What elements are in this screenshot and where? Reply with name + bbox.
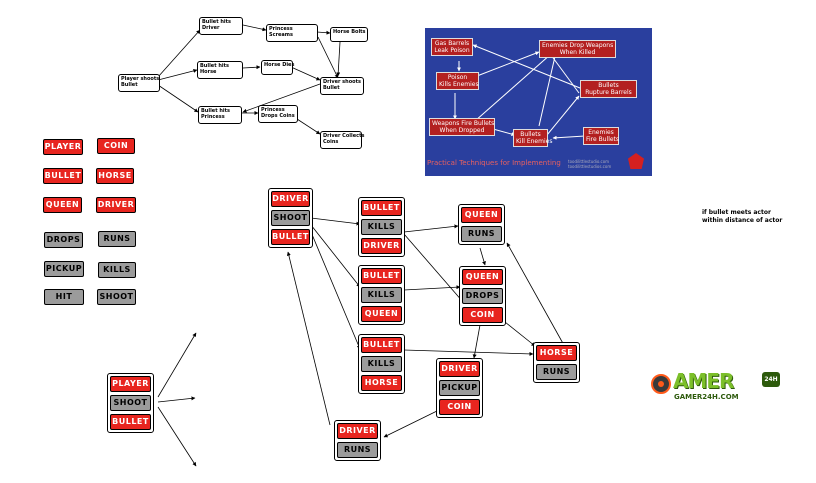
- slide-box-weapons-fire: Weapons Fire Bullets When Dropped: [429, 118, 495, 136]
- flowchart-edges: [157, 24, 341, 135]
- palette-horse: HORSE: [96, 168, 134, 184]
- rule-bullet-kills-horse: BULLET KILLS HORSE: [358, 334, 405, 394]
- rule-queen-runs: QUEEN RUNS: [458, 204, 505, 245]
- rule-player-shoot-bullet: PLAYER SHOOT BULLET: [107, 373, 154, 433]
- slide-logo-icon: [628, 153, 644, 169]
- palette-runs: RUNS: [98, 231, 136, 247]
- node-bullet-hits-horse: Bullet hits Horse: [197, 61, 243, 79]
- slide-url: toodilittlestudio.com toodilittlestudios…: [568, 159, 612, 169]
- node-horse-dies: Horse Dies: [261, 60, 294, 75]
- slide-box-enemies-drop: Enemies Drop Weapons When Killed: [539, 40, 616, 58]
- rule-subject: BULLET: [361, 268, 402, 284]
- rule-verb: KILLS: [361, 219, 402, 235]
- rule-subject: QUEEN: [462, 269, 503, 285]
- gamer24h-logo: AMER 24H GAMER24H.COM: [651, 369, 783, 407]
- rule-object: QUEEN: [361, 306, 402, 322]
- palette-kills: KILLS: [98, 262, 136, 278]
- rule-subject: DRIVER: [271, 191, 310, 207]
- rule-edges: [157, 217, 566, 467]
- logo-badge: 24H: [762, 372, 780, 387]
- rule-object: HORSE: [361, 375, 402, 391]
- node-bullet-hits-driver: Bullet hits Driver: [199, 17, 243, 35]
- rule-subject: HORSE: [536, 345, 577, 361]
- rule-object: BULLET: [271, 229, 310, 245]
- rule-subject: BULLET: [361, 337, 402, 353]
- palette-coin: COIN: [97, 138, 135, 154]
- rule-verb: RUNS: [337, 442, 378, 458]
- rule-object: COIN: [439, 399, 480, 415]
- rule-bullet-kills-driver: BULLET KILLS DRIVER: [358, 197, 405, 257]
- rule-queen-drops-coin: QUEEN DROPS COIN: [459, 266, 506, 326]
- node-driver-shoots-bullet: Driver shoots Bullet: [320, 77, 364, 95]
- condition-note: if bullet meets actor within distance of…: [702, 209, 783, 224]
- rule-driver-runs: DRIVER RUNS: [334, 420, 381, 461]
- rule-verb: RUNS: [461, 226, 502, 242]
- palette-drops: DROPS: [44, 232, 83, 248]
- node-bullet-hits-princess: Bullet hits Princess: [198, 106, 242, 124]
- rule-verb: KILLS: [361, 356, 402, 372]
- rule-subject: BULLET: [361, 200, 402, 216]
- slide-box-enemies-fire: Enemies Fire Bullets: [583, 127, 619, 145]
- rule-subject: DRIVER: [439, 361, 480, 377]
- palette-driver: DRIVER: [96, 197, 136, 213]
- palette-bullet: BULLET: [43, 168, 83, 184]
- rule-verb: DROPS: [462, 288, 503, 304]
- slide-caption: Practical Techniques for Implementing: [427, 159, 561, 167]
- rule-object: BULLET: [110, 414, 151, 430]
- slide-arrows: [453, 44, 586, 140]
- palette-queen: QUEEN: [43, 197, 82, 213]
- palette-shoot: SHOOT: [97, 289, 136, 305]
- rule-verb: SHOOT: [271, 210, 310, 226]
- rule-verb: SHOOT: [110, 395, 151, 411]
- crosshair-icon: [651, 374, 671, 394]
- logo-wordmark: AMER: [673, 369, 734, 393]
- rule-object: COIN: [462, 307, 503, 323]
- palette-hit: HIT: [44, 289, 84, 305]
- rule-verb: PICKUP: [439, 380, 480, 396]
- node-driver-collects-coins: Driver Collects Coins: [320, 131, 364, 149]
- rule-verb: KILLS: [361, 287, 402, 303]
- palette-player: PLAYER: [43, 139, 83, 155]
- rule-subject: PLAYER: [110, 376, 151, 392]
- slide-box-poison-kills: Poison Kills Enemies: [436, 72, 479, 90]
- rule-driver-pickup-coin: DRIVER PICKUP COIN: [436, 358, 483, 418]
- node-horse-bolts: Horse Bolts: [330, 27, 368, 42]
- rule-verb: RUNS: [536, 364, 577, 380]
- embedded-slide: Gas Barrels Leak Poison Enemies Drop Wea…: [425, 28, 652, 176]
- logo-url: GAMER24H.COM: [674, 393, 739, 401]
- slide-box-gas-barrels: Gas Barrels Leak Poison: [431, 38, 473, 56]
- node-princess-drops-coins: Princess Drops Coins: [258, 105, 298, 123]
- rule-bullet-kills-queen: BULLET KILLS QUEEN: [358, 265, 405, 325]
- rule-horse-runs: HORSE RUNS: [533, 342, 580, 383]
- rule-driver-shoot-bullet: DRIVER SHOOT BULLET: [268, 188, 313, 248]
- node-princess-screams: Princess Screams: [266, 24, 318, 42]
- palette-pickup: PICKUP: [44, 261, 84, 277]
- slide-box-bullets-rupture: Bullets Rupture Barrels: [580, 80, 637, 98]
- slide-box-bullets-kill: Bullets Kill Enemies: [513, 129, 552, 147]
- rule-subject: DRIVER: [337, 423, 378, 439]
- rule-object: DRIVER: [361, 238, 402, 254]
- rule-subject: QUEEN: [461, 207, 502, 223]
- node-player-shoots-bullet: Player shoots Bullet: [118, 74, 160, 92]
